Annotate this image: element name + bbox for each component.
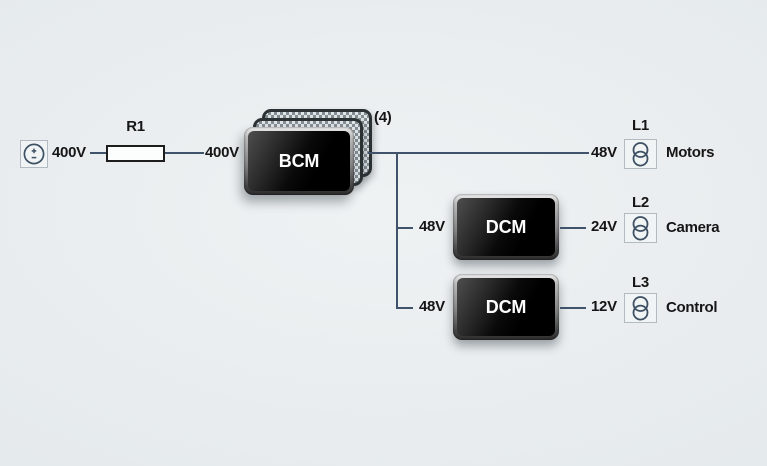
dcm1-label: DCM	[457, 198, 555, 256]
dcm-module-2: DCM	[453, 274, 559, 340]
wire-dcm2-output	[560, 307, 586, 309]
row2-voltage-label: 24V	[591, 218, 617, 235]
load-l2-name-label: Camera	[666, 219, 720, 236]
load-l2-transformer-icon	[624, 213, 657, 243]
wire-source-to-resistor	[90, 152, 106, 154]
load-l3-transformer-icon	[624, 293, 657, 323]
bus-line-horizontal	[368, 152, 589, 154]
resistor-symbol	[106, 145, 165, 162]
load-l3-ref-label: L3	[632, 274, 649, 291]
dcm2-label: DCM	[457, 278, 555, 336]
load-l1-transformer-icon	[624, 139, 657, 169]
load-l3-name-label: Control	[666, 299, 718, 316]
load-l1-ref-label: L1	[632, 117, 649, 134]
bcm-input-voltage-label: 400V	[205, 144, 239, 161]
dc-voltage-source-icon	[20, 140, 48, 168]
bcm-quantity-label: (4)	[374, 109, 392, 126]
bcm-module: BCM	[244, 127, 354, 195]
source-voltage-label: 400V	[52, 144, 86, 161]
row2-branch-voltage-label: 48V	[419, 218, 445, 235]
bcm-module-stack: BCM	[244, 109, 372, 195]
row3-branch-voltage-label: 48V	[419, 298, 445, 315]
row1-voltage-label: 48V	[591, 144, 617, 161]
wire-dcm1-output	[560, 227, 586, 229]
branch-stub-dcm2	[396, 307, 413, 309]
dcm-module-1: DCM	[453, 194, 559, 260]
load-l2-ref-label: L2	[632, 194, 649, 211]
wire-resistor-to-bcm	[165, 152, 204, 154]
bus-line-vertical	[396, 152, 398, 309]
bcm-label: BCM	[248, 131, 350, 191]
branch-stub-dcm1	[396, 227, 413, 229]
resistor-designator-label: R1	[126, 118, 145, 135]
load-l1-name-label: Motors	[666, 144, 715, 161]
row3-voltage-label: 12V	[591, 298, 617, 315]
